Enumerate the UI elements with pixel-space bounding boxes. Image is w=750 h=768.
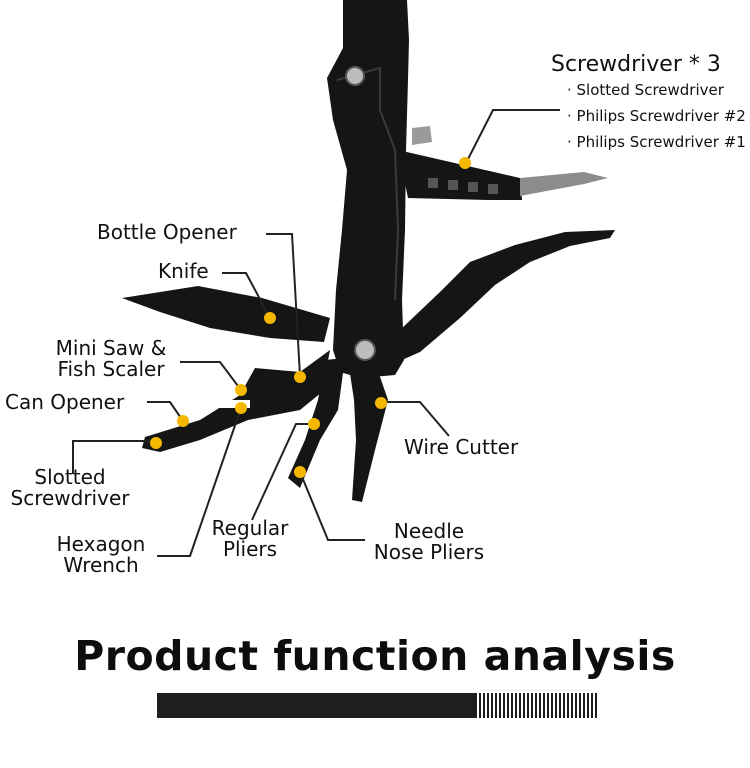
marker-screwdriver [459, 157, 471, 169]
leader-line [222, 272, 271, 319]
marker-hexagon-wrench [235, 402, 247, 414]
screwdriver-item: · Philips Screwdriver #2 [567, 107, 746, 125]
pivot-screw [345, 66, 365, 86]
knife-blade [122, 286, 330, 342]
wrench-hole [210, 400, 250, 408]
leader-line [72, 440, 154, 474]
screwdriver-bit [520, 172, 608, 196]
markers [150, 157, 471, 478]
label-regular-line1: Regular [211, 516, 289, 540]
leader-line [383, 401, 450, 437]
label-hexagon-line2: Wrench [63, 553, 139, 577]
label-mini-saw-line1: Mini Saw & [55, 336, 167, 360]
handle-bevel [336, 66, 400, 301]
marker-slotted-screwdriver [150, 437, 162, 449]
marker-regular-pliers [308, 418, 320, 430]
label-regular-pliers: Regular Pliers [200, 518, 300, 560]
marker-can-opener [177, 415, 189, 427]
label-slotted-screwdriver: Slotted Screwdriver [0, 467, 140, 509]
screwdriver-item: · Slotted Screwdriver [567, 81, 724, 99]
title-underline-bar [157, 693, 598, 718]
page-title: Product function analysis [74, 632, 676, 680]
label-mini-saw-line2: Fish Scaler [57, 357, 165, 381]
leader-line [299, 471, 365, 541]
leader-line [180, 361, 242, 391]
marker-needle-nose [294, 466, 306, 478]
pivot-screw [354, 339, 376, 361]
leader-line [465, 109, 560, 164]
marker-knife [264, 312, 276, 324]
bar-solid [157, 693, 475, 718]
label-needle-nose-pliers: Needle Nose Pliers [362, 521, 496, 563]
label-hexagon-wrench: Hexagon Wrench [45, 534, 157, 576]
screwdriver-item: · Philips Screwdriver #1 [567, 133, 746, 151]
marker-bottle-opener [294, 371, 306, 383]
screwdriver-slot [448, 180, 458, 190]
leader-line [147, 401, 184, 422]
label-hexagon-line1: Hexagon [56, 532, 146, 556]
pliers-right-jaw [348, 360, 388, 502]
screwdriver-bit-top [412, 126, 432, 145]
screwdriver-slot [468, 182, 478, 192]
label-slotted-line2: Screwdriver [10, 486, 130, 510]
label-can-opener: Can Opener [5, 390, 125, 414]
label-mini-saw: Mini Saw & Fish Scaler [47, 338, 175, 380]
screwdriver-slot [428, 178, 438, 188]
marker-mini-saw [235, 384, 247, 396]
bar-stripes [475, 693, 598, 718]
screwdriver-slot [488, 184, 498, 194]
marker-wire-cutter [375, 397, 387, 409]
label-regular-line2: Pliers [222, 537, 278, 561]
leader-lines [72, 109, 560, 557]
lower-handle [400, 230, 615, 360]
label-bottle-opener: Bottle Opener [97, 220, 237, 244]
leader-line [266, 233, 301, 377]
screwdriver-carrier [398, 150, 522, 200]
label-needle-line1: Needle [393, 519, 465, 543]
screwdriver-set-title: Screwdriver * 3 [551, 52, 721, 77]
label-knife: Knife [158, 259, 209, 283]
label-wire-cutter: Wire Cutter [404, 435, 519, 459]
leader-line [157, 407, 242, 557]
label-slotted-line1: Slotted [34, 465, 106, 489]
upper-handle [327, 0, 409, 378]
label-needle-line2: Nose Pliers [373, 540, 485, 564]
